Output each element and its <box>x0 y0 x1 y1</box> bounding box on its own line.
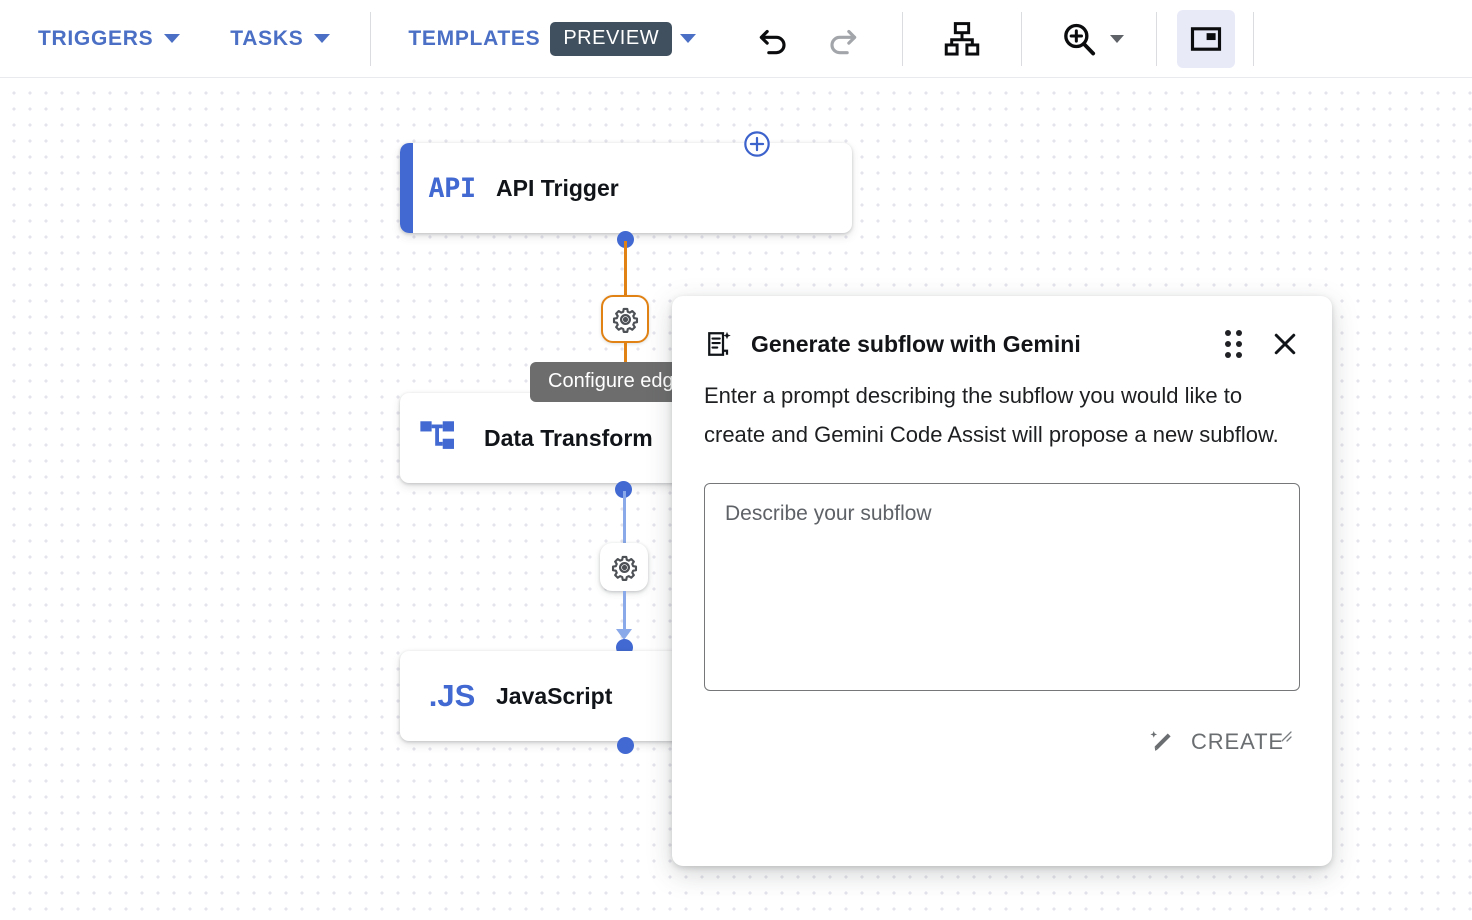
toolbar-divider <box>1156 11 1158 66</box>
create-button-label: CREATE <box>1190 728 1284 754</box>
dialog-description: Enter a prompt describing the subflow yo… <box>704 383 1279 448</box>
close-icon <box>1274 333 1296 355</box>
edge-api-to-transform[interactable] <box>624 241 627 300</box>
app-toolbar: TRIGGERS TASKS TEMPLATES PREVIEW <box>0 0 1472 78</box>
toolbar-menu-templates-label: TEMPLATES <box>408 26 541 50</box>
dialog-title: Generate subflow with Gemini <box>751 330 1081 357</box>
data-transform-icon <box>420 421 454 449</box>
chevron-down-icon <box>164 34 181 43</box>
create-subflow-button[interactable]: CREATE <box>1137 719 1294 765</box>
redo-button[interactable] <box>814 10 872 68</box>
edge-config-gear-button-1[interactable] <box>601 295 649 343</box>
toolbar-menu-tasks-label: TASKS <box>230 26 304 50</box>
generate-subflow-dialog: Generate subflow with Gemini Enter a pro… <box>672 296 1332 866</box>
dialog-header: Generate subflow with Gemini <box>704 296 1300 358</box>
add-node-button[interactable] <box>743 130 771 158</box>
chevron-down-icon <box>314 34 331 43</box>
toolbar-menu-tasks[interactable]: TASKS <box>222 21 338 57</box>
preview-badge[interactable]: PREVIEW <box>550 21 673 56</box>
dialog-actions: CREATE <box>704 719 1300 765</box>
node-api-trigger-output-port[interactable] <box>617 231 634 248</box>
javascript-icon: .JS <box>428 678 476 713</box>
toolbar-menu-triggers-label: TRIGGERS <box>38 26 154 50</box>
api-icon: API <box>428 172 476 204</box>
redo-icon <box>830 29 857 54</box>
node-api-trigger-label: API Trigger <box>496 174 619 201</box>
drag-handle-dots-icon[interactable] <box>1225 330 1242 358</box>
zoom-in-icon <box>1064 23 1096 55</box>
magic-wand-icon <box>1150 730 1171 751</box>
undo-button[interactable] <box>744 10 802 68</box>
toolbar-divider <box>1021 11 1023 66</box>
toolbar-menu-triggers[interactable]: TRIGGERS <box>30 21 188 57</box>
edge-arrowhead-icon <box>616 629 632 640</box>
node-data-transformer-output-port[interactable] <box>615 481 632 498</box>
org-chart-layout-icon <box>944 21 980 56</box>
node-javascript-output-port[interactable] <box>617 737 634 754</box>
zoom-control[interactable] <box>1050 10 1125 68</box>
zoom-in-button[interactable] <box>1050 10 1108 68</box>
minimap-toggle-button[interactable] <box>1177 9 1236 68</box>
toolbar-divider <box>902 11 904 66</box>
toolbar-divider <box>1253 11 1255 66</box>
node-api-trigger[interactable]: API API Trigger <box>400 143 852 233</box>
node-accent-bar <box>400 143 413 233</box>
edge-transform-to-js[interactable] <box>623 491 626 548</box>
undo-icon <box>759 29 786 54</box>
subflow-prompt-textarea[interactable] <box>704 482 1300 691</box>
chevron-down-icon <box>680 34 697 43</box>
close-dialog-button[interactable] <box>1270 329 1300 359</box>
toolbar-divider <box>370 11 372 66</box>
data-transformer-icon <box>408 418 472 458</box>
edge-transform-to-js-lower[interactable] <box>623 591 626 633</box>
plus-circle-icon <box>744 131 770 157</box>
gear-icon <box>611 555 637 581</box>
minimap-toggle-icon <box>1191 26 1222 51</box>
node-javascript-label: JavaScript <box>496 682 613 709</box>
toolbar-menu-templates[interactable]: TEMPLATES PREVIEW <box>400 16 697 62</box>
node-data-transformer-label: Data Transform <box>484 424 653 451</box>
edge-config-gear-button-2[interactable] <box>600 543 648 591</box>
chevron-down-icon <box>1110 34 1125 43</box>
gear-icon <box>612 307 638 333</box>
auto-layout-button[interactable] <box>933 10 991 68</box>
document-sparkle-icon <box>708 331 731 356</box>
